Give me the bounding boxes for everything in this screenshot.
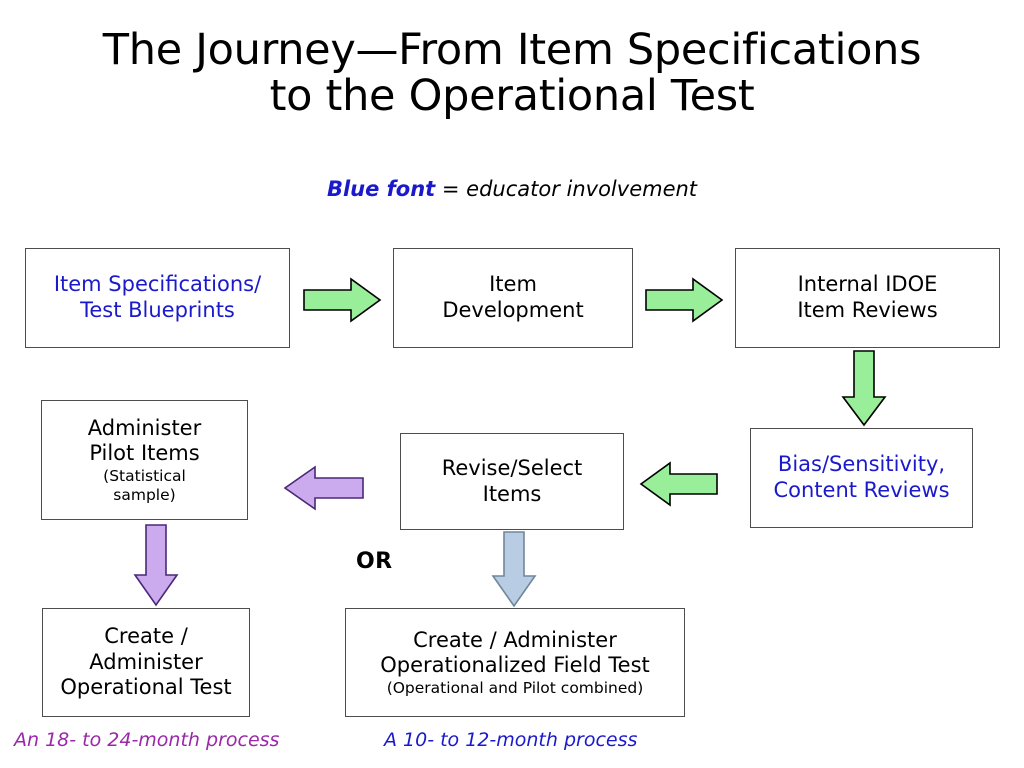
legend-rest: = educator involvement (435, 177, 698, 201)
box-line: Development (442, 298, 584, 322)
title-line-2: to the Operational Test (269, 70, 755, 121)
arrow-right-development-to-idoe-icon (645, 277, 724, 323)
box-line: Create / (104, 624, 188, 649)
box-subline: (Operational and Pilot combined) (386, 678, 644, 697)
arrow-left-bias-to-revise-icon (639, 461, 718, 507)
arrow-down-idoe-to-bias-icon (841, 350, 887, 427)
title-line-1: The Journey—From Item Specifications (102, 25, 922, 75)
box-subline: (Statistical (103, 467, 186, 486)
flow-box-item-development[interactable]: Item Development (393, 248, 633, 348)
or-label: OR (356, 549, 393, 574)
box-line: Bias/Sensitivity, (777, 452, 946, 477)
box-line: Items (482, 481, 542, 506)
flow-box-administer-pilot-items[interactable]: Administer Pilot Items (Statistical samp… (41, 400, 248, 520)
footnote-right-process-duration: A 10- to 12-month process (384, 729, 638, 751)
legend: Blue font = educator involvement (0, 177, 1024, 201)
box-line: Item (489, 272, 537, 297)
box-line: Item Specifications/ (53, 272, 262, 297)
box-subline: sample) (113, 485, 176, 504)
box-line: Pilot Items (89, 441, 200, 466)
flow-box-item-specifications[interactable]: Item Specifications/ Test Blueprints (25, 248, 290, 348)
box-line: Item Reviews (797, 298, 938, 322)
box-line: Operational Test (60, 675, 232, 700)
arrow-right-specs-to-development-icon (303, 277, 382, 323)
flow-box-create-administer-operational-test[interactable]: Create / Administer Operational Test (42, 608, 250, 717)
box-line: Administer (89, 649, 203, 674)
flow-box-create-administer-operationalized-field-test[interactable]: Create / Administer Operationalized Fiel… (345, 608, 685, 717)
legend-blue-word: Blue font (326, 177, 436, 201)
box-line: Internal IDOE (797, 272, 938, 297)
box-line: Revise/Select (441, 455, 583, 480)
box-line: Create / Administer (413, 627, 617, 652)
flow-box-internal-idoe-item-reviews[interactable]: Internal IDOE Item Reviews (735, 248, 1000, 348)
box-line: Administer (87, 415, 202, 440)
box-line: Operationalized Field Test (380, 653, 650, 678)
flow-box-bias-sensitivity-content-reviews[interactable]: Bias/Sensitivity, Content Reviews (750, 428, 973, 528)
page-title: The Journey—From Item Specifications to … (0, 25, 1024, 121)
arrow-left-revise-to-pilot-icon (283, 465, 364, 511)
box-line: Test Blueprints (80, 298, 235, 322)
flow-box-revise-select-items[interactable]: Revise/Select Items (400, 433, 624, 530)
arrow-down-revise-to-field-test-icon (491, 531, 537, 608)
box-line: Content Reviews (773, 478, 950, 502)
arrow-down-pilot-to-operational-test-icon (133, 524, 179, 607)
footnote-left-process-duration: An 18- to 24-month process (14, 729, 280, 751)
